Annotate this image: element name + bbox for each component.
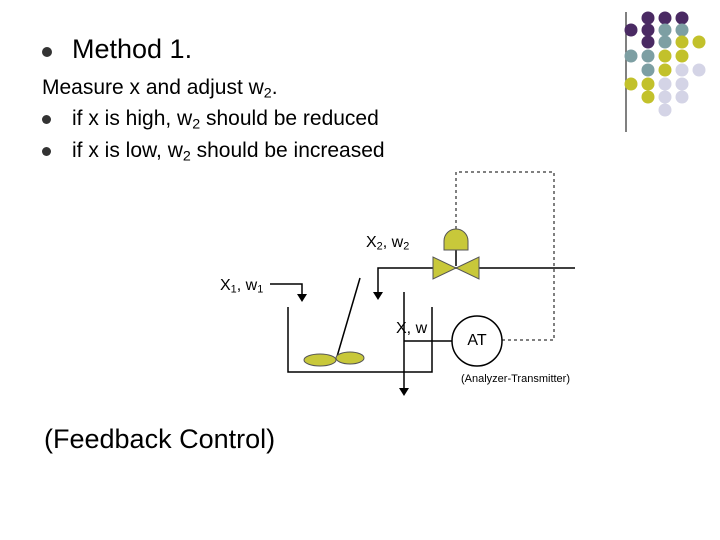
dot-olive — [675, 35, 689, 49]
valve-body-left — [432, 256, 458, 280]
diagram-caption: (Feedback Control) — [44, 424, 276, 454]
agitator-blade-right — [335, 351, 365, 365]
bullet-1-sub: 2 — [192, 116, 201, 133]
inlet-stream-1-arrow — [297, 294, 307, 302]
dot-grid — [624, 11, 706, 117]
stream-1-label-mid: , w — [236, 277, 258, 294]
analyzer-label: AT — [467, 332, 487, 349]
dot-lavender — [658, 77, 672, 91]
stream-2-label-mid: , w — [382, 234, 404, 251]
dot-lavender — [658, 90, 672, 104]
heading-bullet — [42, 47, 52, 57]
dot-lavender — [675, 63, 689, 77]
dot-lavender — [675, 90, 689, 104]
control-signal-dashed-line — [455, 171, 555, 341]
dot-purple — [624, 23, 638, 37]
stream-2-label-a: X — [366, 234, 377, 251]
dot-purple — [658, 11, 672, 25]
slide-heading: Method 1. — [72, 34, 193, 64]
dot-olive — [641, 77, 655, 91]
analyzer-transmitter-circle — [451, 315, 503, 367]
stream-2-label: X2, w2 — [366, 234, 409, 252]
agitator-shaft — [335, 277, 361, 361]
dot-olive — [624, 77, 638, 91]
dot-purple — [641, 23, 655, 37]
dot-lavender — [692, 63, 706, 77]
stream-1-label-a-sub: 1 — [230, 283, 237, 296]
stream-1-label-a: X — [220, 277, 231, 294]
dot-teal — [624, 49, 638, 63]
bullet-1-pre: if x is high, w — [72, 107, 193, 130]
outlet-stream-arrow — [399, 388, 409, 396]
intro-sub: 2 — [263, 85, 272, 102]
outlet-label: X, w — [396, 320, 428, 337]
dot-olive — [692, 35, 706, 49]
inlet-stream-1-line — [270, 283, 303, 295]
process-diagram — [270, 171, 575, 396]
stream-2-label-a-sub: 2 — [376, 240, 383, 253]
bullet-2-dot — [42, 147, 51, 156]
dot-olive — [675, 49, 689, 63]
inlet-stream-2-arrow — [373, 292, 383, 300]
stream-1-label: X1, w1 — [220, 277, 263, 295]
valve-body-right — [454, 256, 480, 280]
agitator-blade-left — [303, 353, 337, 367]
analyzer-description: (Analyzer-Transmitter) — [461, 373, 570, 385]
control-valve — [432, 228, 480, 280]
stream-1-label-b-sub: 1 — [257, 283, 264, 296]
dot-lavender — [658, 103, 672, 117]
stream-2-label-b-sub: 2 — [403, 240, 410, 253]
dot-olive — [641, 90, 655, 104]
dot-teal — [658, 23, 672, 37]
inlet-stream-2-line — [377, 267, 575, 293]
dot-teal — [675, 23, 689, 37]
bullet-2-pre: if x is low, w — [72, 139, 183, 162]
dot-purple — [675, 11, 689, 25]
dot-purple — [641, 35, 655, 49]
dot-olive — [658, 63, 672, 77]
intro-text: Measure x and adjust w — [42, 76, 264, 99]
dot-lavender — [675, 77, 689, 91]
bullet-1: if x is high, w2 should be reduced — [72, 107, 379, 133]
dot-olive — [658, 49, 672, 63]
tank-vessel — [287, 307, 433, 373]
bullet-1-dot — [42, 115, 51, 124]
intro-suffix: . — [271, 76, 278, 99]
bullet-2: if x is low, w2 should be increased — [72, 139, 385, 165]
valve-actuator — [443, 228, 469, 251]
dot-teal — [658, 35, 672, 49]
dot-teal — [641, 63, 655, 77]
intro-line: Measure x and adjust w2. — [42, 76, 278, 102]
bullet-1-post: should be reduced — [200, 107, 379, 130]
bullet-2-sub: 2 — [182, 148, 191, 165]
bullet-2-post: should be increased — [190, 139, 385, 162]
dot-teal — [641, 49, 655, 63]
dot-purple — [641, 11, 655, 25]
